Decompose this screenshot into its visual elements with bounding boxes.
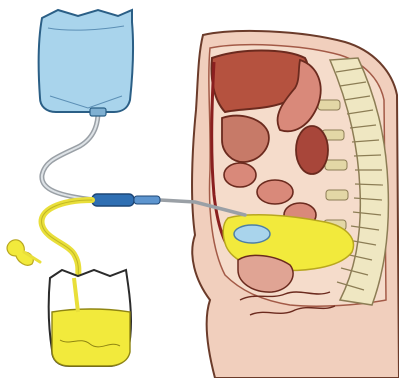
kidney-icon [296, 126, 328, 174]
abdominal-cross-section [192, 31, 399, 378]
drain-bag-icon [49, 270, 131, 366]
duodenum-icon [222, 116, 269, 162]
intestine-loop-2 [257, 180, 293, 204]
clamp-icon [7, 240, 33, 265]
intestine-loop-1 [224, 163, 256, 187]
inflow-tube [42, 112, 120, 200]
outflow-tube [42, 200, 92, 282]
dialysate-bag-icon [39, 10, 133, 116]
catheter-tip [234, 225, 270, 243]
tube-connector-icon [92, 194, 134, 206]
